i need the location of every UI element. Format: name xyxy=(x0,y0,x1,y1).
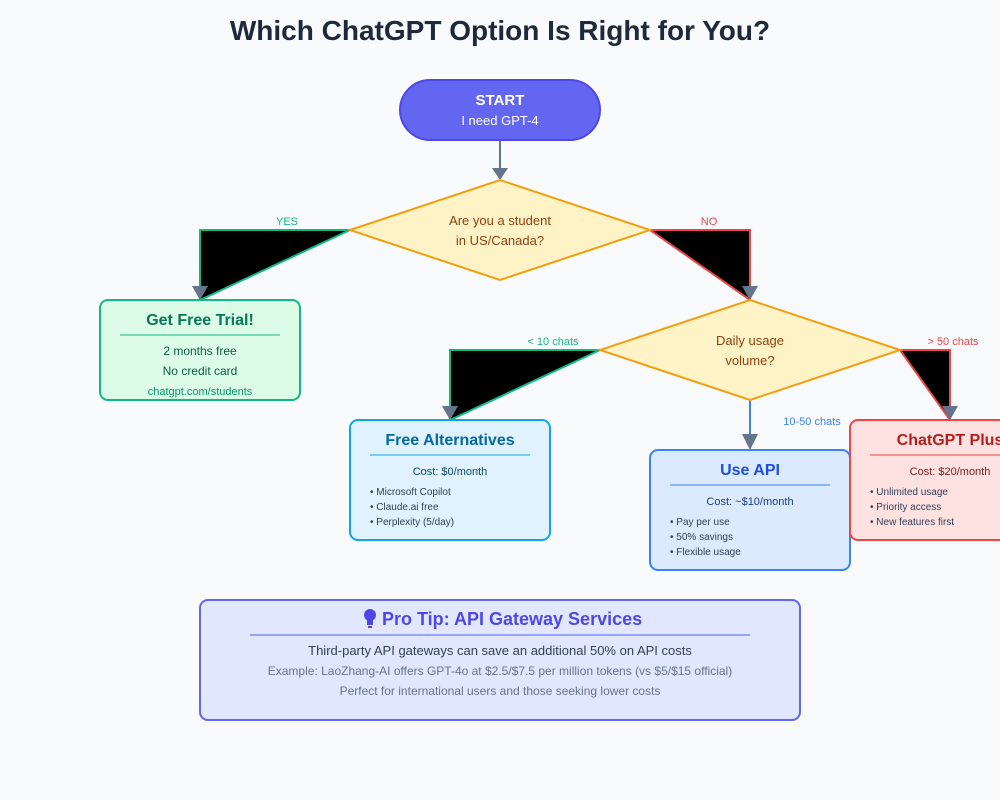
arrowhead-icon xyxy=(742,286,758,300)
api-cost: Cost: ~$10/month xyxy=(706,496,793,508)
edge-label-mid: 10-50 chats xyxy=(783,416,841,428)
plus-item: • New features first xyxy=(870,517,954,528)
decision-student: Are you a student in US/Canada? xyxy=(346,178,654,282)
alternatives-title: Free Alternatives xyxy=(385,432,514,449)
arrowhead-icon xyxy=(942,406,958,420)
trial-title: Get Free Trial! xyxy=(146,312,254,329)
start-title: START xyxy=(476,92,525,109)
edge-label-high: > 50 chats xyxy=(927,336,979,348)
pro-tip-panel: Pro Tip: API Gateway Services Third-part… xyxy=(199,599,801,721)
edge-low xyxy=(449,349,601,422)
alternatives-item: • Microsoft Copilot xyxy=(370,487,451,498)
decision-student-line2: in US/Canada? xyxy=(456,233,544,248)
api-item: • Pay per use xyxy=(670,517,730,528)
lightbulb-icon xyxy=(364,609,376,628)
api-item: • Flexible usage xyxy=(670,547,741,558)
edge-label-no: NO xyxy=(701,216,718,228)
edge-yes xyxy=(199,229,351,302)
alternatives-cost: Cost: $0/month xyxy=(413,466,488,478)
trial-line1: 2 months free xyxy=(163,344,237,358)
alternatives-item: • Perplexity (5/day) xyxy=(370,517,454,528)
start-subtitle: I need GPT-4 xyxy=(461,113,538,128)
arrowhead-icon xyxy=(492,168,508,180)
api-title: Use API xyxy=(720,462,780,479)
edge-label-low: < 10 chats xyxy=(527,336,579,348)
edge-label-yes: YES xyxy=(276,216,298,228)
trial-line2: No credit card xyxy=(163,364,238,378)
decision-usage-line1: Daily usage xyxy=(716,333,784,348)
outcome-use-api: Use API Cost: ~$10/month • Pay per use •… xyxy=(649,449,851,571)
plus-cost: Cost: $20/month xyxy=(910,466,991,478)
trial-link: chatgpt.com/students xyxy=(148,386,253,398)
arrowhead-icon xyxy=(742,434,758,450)
page-title: Which ChatGPT Option Is Right for You? xyxy=(230,15,770,46)
tip-line1: Third-party API gateways can save an add… xyxy=(308,643,692,658)
outcome-free-alternatives: Free Alternatives Cost: $0/month • Micro… xyxy=(349,419,551,541)
outcome-chatgpt-plus: ChatGPT Plus Cost: $20/month • Unlimited… xyxy=(849,419,1000,541)
arrowhead-icon xyxy=(442,406,458,420)
alternatives-item: • Claude.ai free xyxy=(370,502,439,513)
plus-title: ChatGPT Plus xyxy=(897,432,1000,449)
tip-title: Pro Tip: API Gateway Services xyxy=(382,609,642,629)
plus-item: • Unlimited usage xyxy=(870,487,948,498)
connectors xyxy=(192,140,958,450)
decision-usage-line2: volume? xyxy=(725,353,774,368)
decision-student-line1: Are you a student xyxy=(449,213,551,228)
start-node: START I need GPT-4 xyxy=(399,79,601,141)
edge-no xyxy=(646,229,751,302)
arrowhead-icon xyxy=(192,286,208,300)
edge-high xyxy=(898,349,951,424)
plus-item: • Priority access xyxy=(870,502,941,513)
outcome-free-trial: Get Free Trial! 2 months free No credit … xyxy=(99,299,301,401)
api-item: • 50% savings xyxy=(670,532,733,543)
tip-line3: Perfect for international users and thos… xyxy=(340,684,661,698)
tip-line2: Example: LaoZhang-AI offers GPT-4o at $2… xyxy=(268,664,732,678)
decision-usage: Daily usage volume? xyxy=(596,298,904,402)
